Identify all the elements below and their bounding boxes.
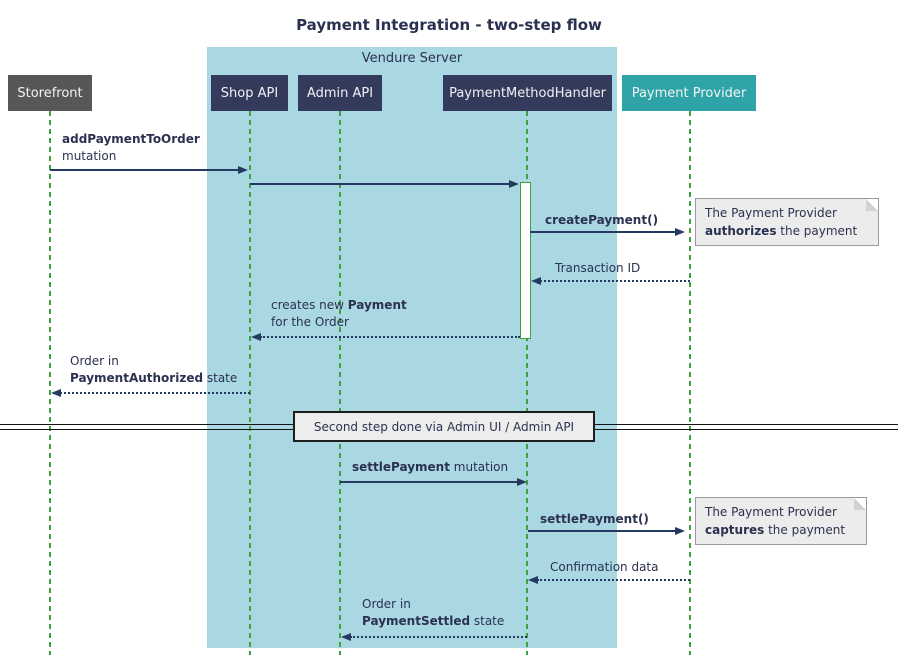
participant-label: Payment Provider [631, 85, 747, 101]
msg-confirmation-arrow [537, 579, 690, 581]
participant-label: Admin API [306, 85, 374, 101]
participant-label: PaymentMethodHandler [449, 85, 606, 101]
arrowhead-left-icon [51, 389, 61, 397]
arrowhead-left-icon [251, 333, 261, 341]
participant-label: Shop API [220, 85, 279, 101]
msg-order-authorized-label: Order in PaymentAuthorized state [70, 354, 238, 385]
diagram-title: Payment Integration - two-step flow [296, 16, 602, 34]
msg-settle-payment-label: settlePayment() [540, 512, 649, 526]
msg-order-authorized-arrow [60, 392, 250, 394]
participant-admin-api: Admin API [298, 75, 382, 111]
arrowhead-right-icon [675, 527, 685, 535]
msg-settle-mutation-label: settlePayment mutation [352, 460, 509, 474]
arrowhead-left-icon [531, 277, 541, 285]
participant-payment-provider: Payment Provider [622, 75, 756, 111]
divider-label-box: Second step done via Admin UI / Admin AP… [293, 411, 595, 442]
msg-transaction-id-arrow [540, 280, 690, 282]
note-fold-icon [854, 498, 866, 510]
lifeline-admin-api [339, 111, 341, 655]
note-captures: The Payment Provider captures the paymen… [695, 497, 867, 545]
msg-order-settled-label: Order in PaymentSettled state [362, 597, 505, 628]
msg-settle-payment-arrow [528, 530, 676, 532]
arrowhead-right-icon [238, 166, 248, 174]
msg-transaction-id-label: Transaction ID [555, 261, 641, 275]
arrowhead-right-icon [509, 180, 519, 188]
arrowhead-right-icon [675, 228, 685, 236]
activation-bar [520, 182, 531, 339]
lifeline-payment-method-handler [526, 111, 528, 655]
msg-add-payment-label: addPaymentToOrder mutation [62, 132, 200, 163]
msg-settle-mutation-arrow [340, 481, 518, 483]
participant-payment-method-handler: PaymentMethodHandler [443, 75, 612, 111]
msg-confirmation-label: Confirmation data [550, 560, 659, 574]
lifeline-storefront [49, 111, 51, 655]
arrowhead-right-icon [517, 478, 527, 486]
msg-order-settled-arrow [350, 636, 527, 638]
divider-label: Second step done via Admin UI / Admin AP… [313, 419, 575, 434]
participant-shop-api: Shop API [211, 75, 288, 111]
msg-create-payment-arrow [530, 231, 676, 233]
msg-creates-payment-label: creates new Payment for the Order [271, 298, 407, 329]
arrowhead-left-icon [341, 633, 351, 641]
participant-storefront: Storefront [8, 75, 92, 111]
arrowhead-left-icon [528, 576, 538, 584]
msg-shop-to-handler-arrow [250, 183, 510, 185]
participant-label: Storefront [17, 85, 83, 101]
msg-add-payment-arrow [50, 169, 240, 171]
vendure-server-label: Vendure Server [361, 51, 463, 66]
msg-creates-payment-arrow [260, 336, 520, 338]
note-fold-icon [866, 199, 878, 211]
vendure-server-container: Vendure Server [207, 47, 617, 648]
note-authorizes: The Payment Provider authorizes the paym… [695, 198, 879, 246]
lifeline-payment-provider [689, 111, 691, 655]
lifeline-shop-api [249, 111, 251, 655]
msg-create-payment-label: createPayment() [545, 213, 659, 227]
